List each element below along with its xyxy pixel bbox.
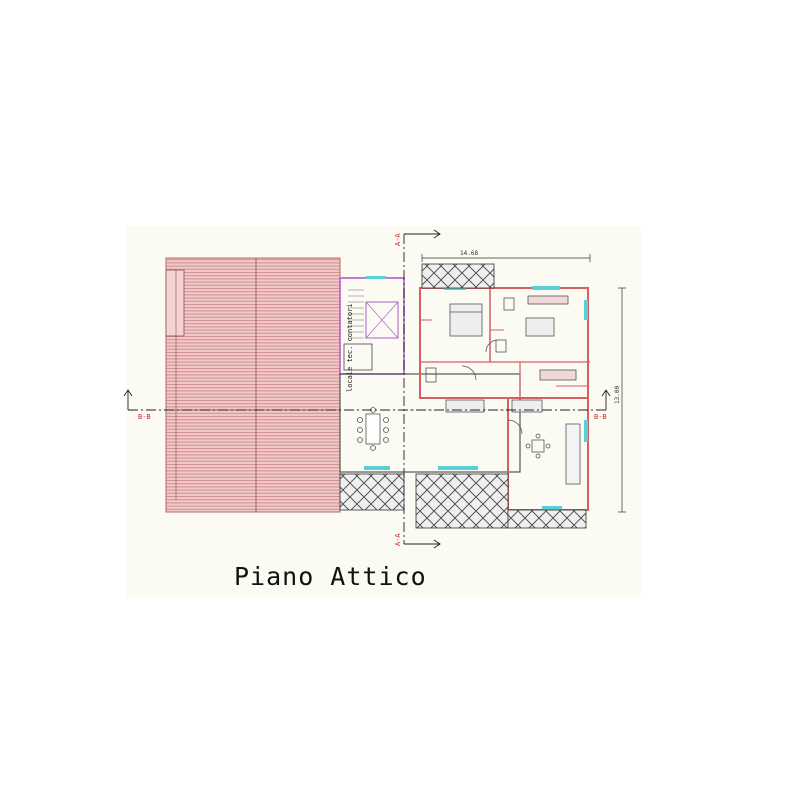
- roof-area: [165, 257, 341, 513]
- dimension-height: 13.00: [614, 386, 621, 404]
- section-mark-a-bottom: A-A: [394, 533, 402, 546]
- stair-note-label: locale tec. contatori: [346, 303, 354, 392]
- section-mark-a-top: A-A: [394, 233, 402, 246]
- section-mark-b-right: B-B: [594, 413, 607, 421]
- dimension-lines: [421, 254, 626, 513]
- furniture: [357, 295, 581, 485]
- plan-title: Piano Attico: [234, 562, 427, 591]
- section-mark-b-left: B-B: [138, 413, 151, 421]
- section-line-b: [123, 389, 611, 411]
- terraces: [339, 263, 587, 529]
- section-line-a: [403, 229, 441, 549]
- dimension-width: 14.68: [460, 250, 478, 257]
